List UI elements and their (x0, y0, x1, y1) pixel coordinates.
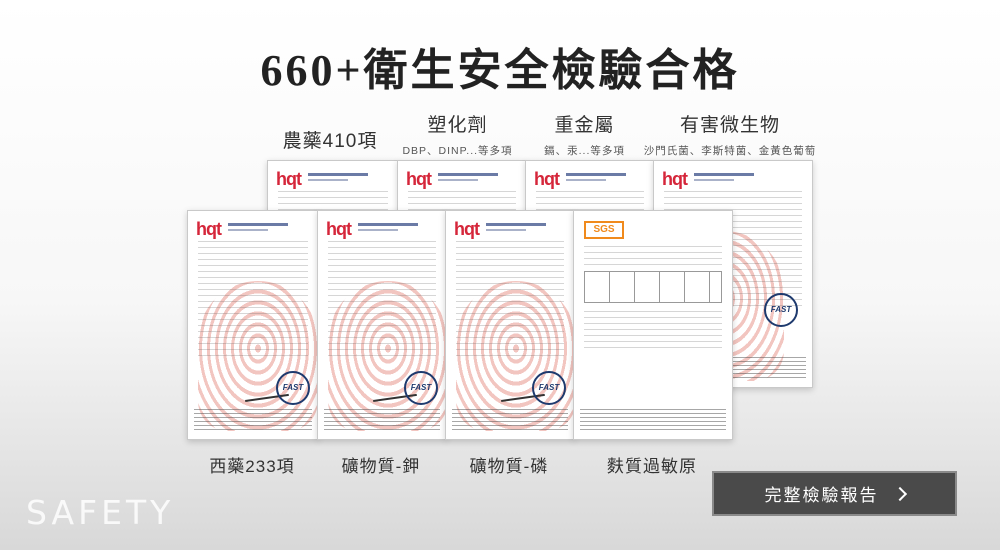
category-sub: 鎘、汞...等多項 (544, 145, 625, 157)
sgs-logo: SGS (584, 221, 624, 239)
category-name: 有害微生物 (679, 115, 780, 136)
chevron-right-icon (892, 486, 907, 501)
hqt-logo: hqt (196, 219, 222, 239)
fast-seal-icon: FAST (404, 371, 438, 405)
document-label: 礦物質-磷 (469, 457, 549, 476)
category-name: 重金屬 (554, 115, 615, 136)
category-name: 塑化劑 (427, 115, 488, 136)
report-document: hqt FAST (445, 210, 575, 440)
fast-seal-icon: FAST (276, 371, 310, 405)
hqt-logo: hqt (454, 219, 480, 239)
fast-seal-icon: FAST (764, 293, 798, 327)
document-label: 礦物質-鉀 (341, 457, 421, 476)
sgs-report-document: SGS (573, 210, 733, 440)
report-document: hqt FAST (187, 210, 319, 440)
fast-seal-icon: FAST (532, 371, 566, 405)
hqt-logo: hqt (534, 169, 560, 189)
report-document: hqt FAST (317, 210, 447, 440)
category-heavy-metals: 重金屬 鎘、汞...等多項 (522, 110, 647, 158)
hqt-logo: hqt (276, 169, 302, 189)
page-title: 660+衛生安全檢驗合格 (260, 46, 740, 95)
full-report-button-label: 完整檢驗報告 (764, 486, 879, 505)
hqt-logo: hqt (406, 169, 432, 189)
category-name: 農藥410項 (282, 131, 378, 152)
safety-watermark: SAFETY (26, 493, 175, 532)
hqt-logo: hqt (662, 169, 688, 189)
category-sub: DBP、DINP...等多項 (402, 145, 513, 157)
document-label: 西藥233項 (209, 457, 295, 476)
category-plasticizer: 塑化劑 DBP、DINP...等多項 (395, 110, 520, 158)
hqt-logo: hqt (326, 219, 352, 239)
category-pesticides: 農藥410項 (265, 126, 395, 153)
full-report-button[interactable]: 完整檢驗報告 (712, 471, 957, 516)
document-label: 麩質過敏原 (607, 457, 697, 476)
